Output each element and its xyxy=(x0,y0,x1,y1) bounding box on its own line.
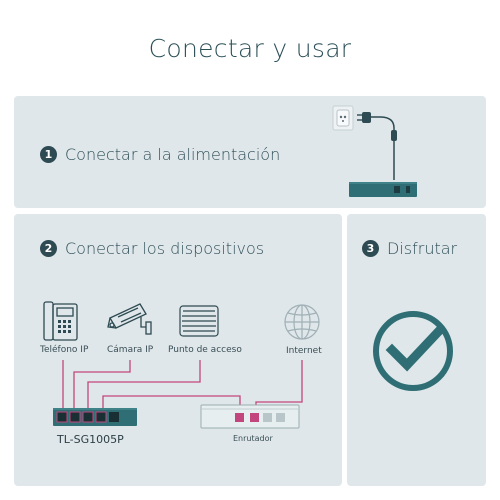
step-power: 1 Conectar a la alimentación xyxy=(40,145,280,164)
checkmark-icon xyxy=(373,311,453,391)
step-enjoy: 3 Disfrutar xyxy=(362,239,457,258)
devices-step-panel xyxy=(14,214,342,486)
cables xyxy=(62,360,303,412)
router-device xyxy=(200,404,300,429)
power-plug-icon xyxy=(357,112,397,180)
access-point-label: Punto de acceso xyxy=(168,345,242,355)
access-point-icon xyxy=(179,305,219,337)
switch-device xyxy=(53,408,137,426)
step-number-badge: 2 xyxy=(40,240,57,257)
switch-model-label: TL-SG1005P xyxy=(57,433,124,446)
power-outlet-icon xyxy=(332,105,354,131)
internet-label: Internet xyxy=(286,346,322,356)
router-label: Enrutador xyxy=(233,434,273,443)
step-number-badge: 3 xyxy=(362,240,379,257)
step-number-badge: 1 xyxy=(40,146,57,163)
step-label: Disfrutar xyxy=(387,239,458,258)
step-label: Conectar los dispositivos xyxy=(65,239,265,258)
ip-phone-label: Teléfono IP xyxy=(40,345,89,355)
page-title: Conectar y usar xyxy=(148,34,352,63)
ip-camera-label: Cámara IP xyxy=(107,345,154,355)
step-devices: 2 Conectar los dispositivos xyxy=(40,239,264,258)
globe-icon xyxy=(284,304,320,340)
ip-phone-icon xyxy=(43,301,78,341)
step-label: Conectar a la alimentación xyxy=(65,145,281,164)
ip-camera-icon xyxy=(107,303,152,335)
switch-back-panel xyxy=(349,182,417,197)
